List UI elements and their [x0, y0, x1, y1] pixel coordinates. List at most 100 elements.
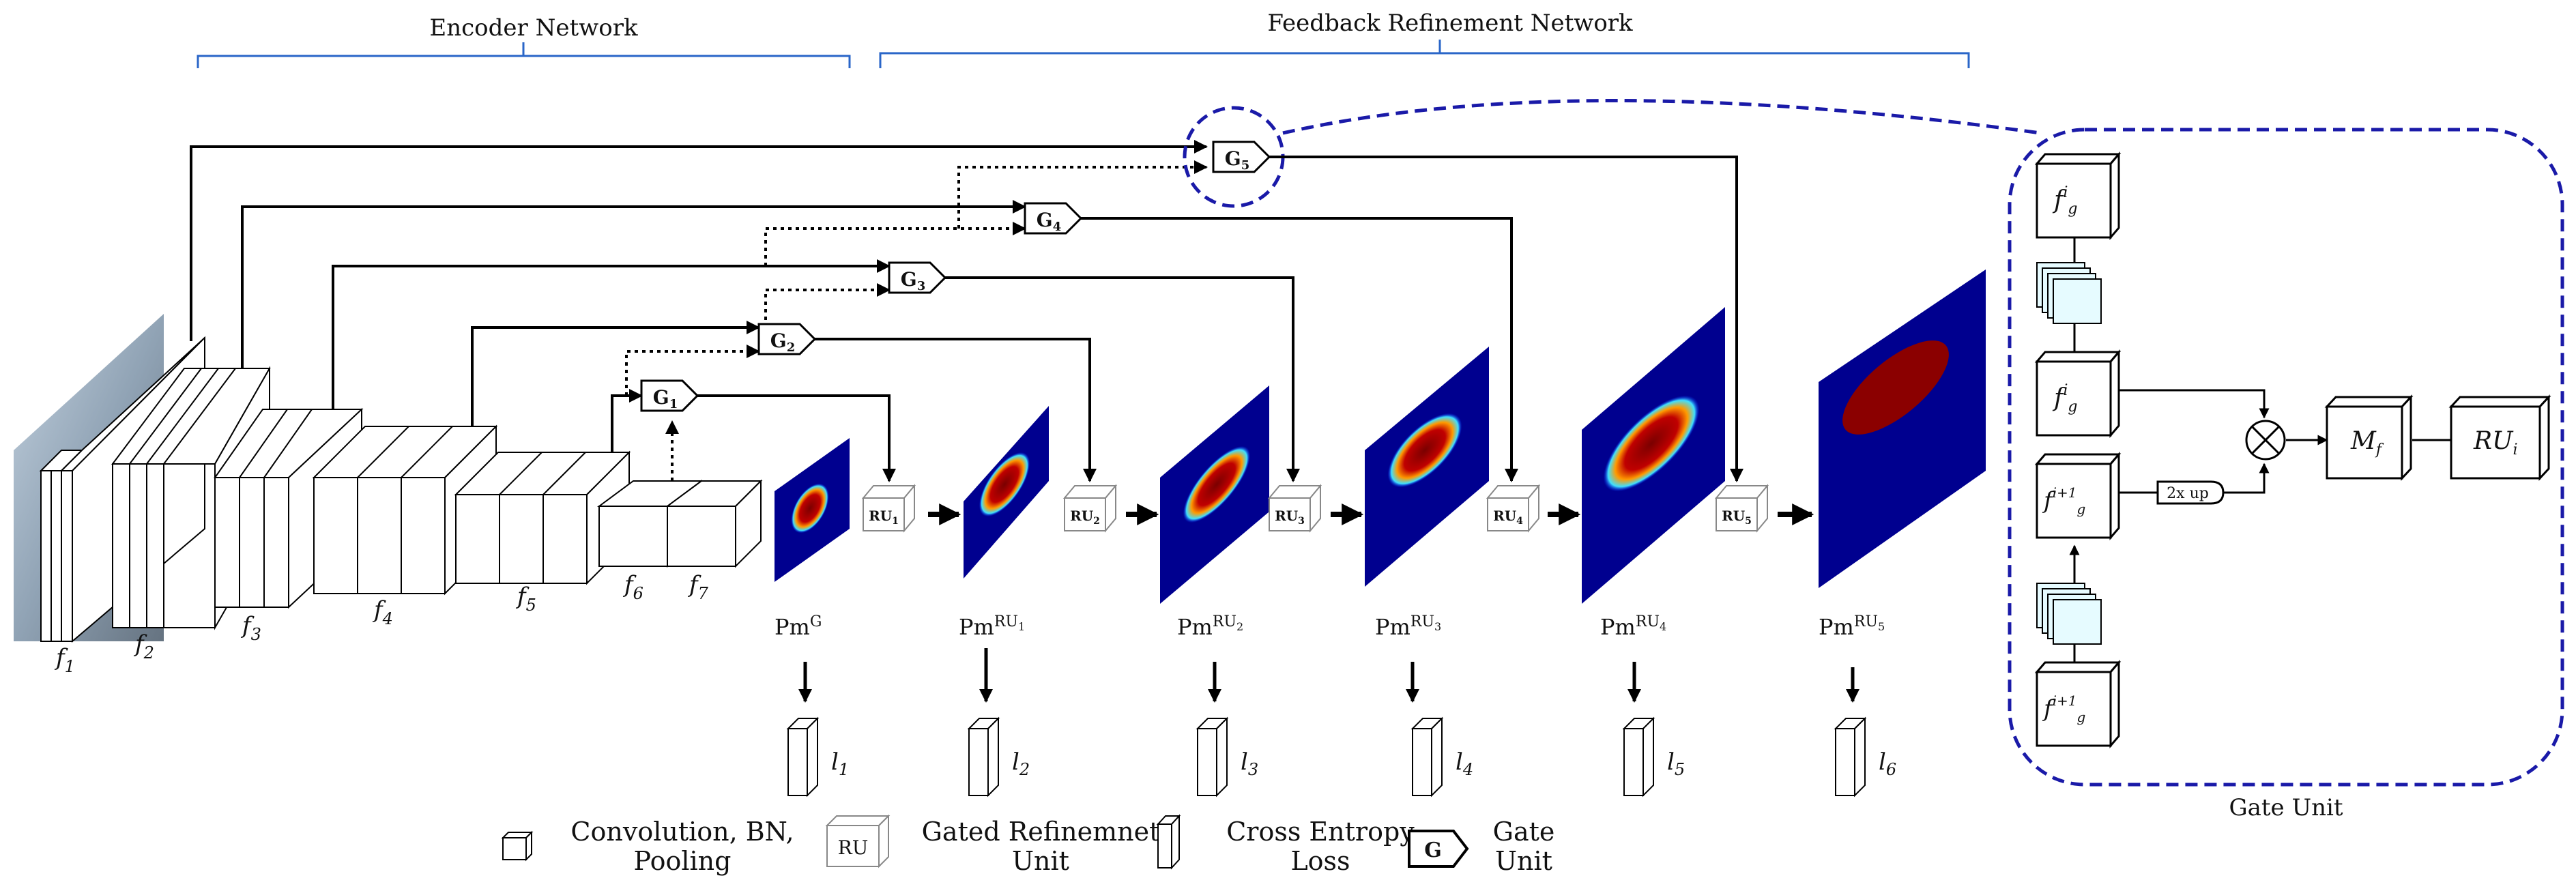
svg-text:l6: l6 [1879, 748, 1896, 779]
svg-text:G5: G5 [1225, 147, 1249, 173]
legend-gate-icon: G [1408, 830, 1469, 868]
svg-text:G: G [1424, 838, 1442, 862]
gate-g3: G3 [888, 261, 947, 294]
label-f6: f6 [622, 571, 643, 603]
ru-1: RU1 [861, 484, 916, 533]
encoder-block-f7 [665, 479, 763, 568]
encoder-header: Encoder Network [429, 14, 638, 42]
gate-g4: G4 [1024, 202, 1083, 235]
svg-text:G4: G4 [1037, 209, 1061, 234]
svg-text:RU2: RU2 [1070, 508, 1100, 527]
label-f5: f5 [515, 583, 536, 615]
dotted-g4-g5 [957, 160, 1208, 229]
box-rui [2448, 394, 2551, 481]
box-fi1g-mid [2034, 451, 2122, 541]
heatmap-pmg [775, 438, 850, 582]
svg-text:l5: l5 [1667, 748, 1685, 779]
heatmap-pmru5 [1819, 269, 1986, 588]
gate-unit-panel: Gate Unit fig fig fi+1g [2008, 128, 2564, 821]
heatmap-pmru4 [1582, 307, 1725, 604]
svg-text:2x up: 2x up [2167, 485, 2209, 502]
gate-g1: G1 [640, 379, 699, 412]
feedback-bracket [879, 40, 1970, 68]
heatmap-pmru1 [964, 406, 1049, 579]
svg-text:G2: G2 [770, 330, 795, 355]
box-fig-mid [2034, 349, 2122, 439]
legend-loss-text-1: Cross Entropy [1226, 817, 1415, 847]
box-fi1g-bottom [2034, 659, 2122, 749]
svg-text:RU5: RU5 [1722, 508, 1752, 527]
encoder-bracket [197, 42, 851, 68]
label-f1: f1 [54, 644, 75, 676]
text-mf: Mf [2350, 427, 2384, 458]
legend: Convolution, BN, Pooling RU Gated Refine… [501, 814, 1555, 876]
loss-l3 [1196, 716, 1229, 798]
gate-g2: G2 [757, 323, 817, 355]
dotted-g3-g4b [764, 222, 1026, 266]
ru-2: RU2 [1062, 484, 1118, 533]
gate-to-ru-connections [697, 156, 1743, 482]
label-pmru5: PmRU5 [1819, 613, 1885, 640]
label-pmru2: PmRU2 [1177, 613, 1243, 640]
loss-arrows [798, 648, 1859, 703]
skip-f5-g1 [611, 389, 643, 452]
svg-text:l4: l4 [1456, 748, 1473, 779]
skip-f3-g3 [332, 259, 891, 409]
gate-unit-lines [2069, 237, 2451, 662]
svg-text:l1: l1 [831, 748, 849, 779]
legend-loss-text-2: Loss [1290, 846, 1350, 876]
gate-unit-title: Gate Unit [2229, 794, 2343, 821]
ru-4: RU4 [1486, 484, 1541, 533]
label-pmru3: PmRU3 [1375, 613, 1441, 640]
feedback-header: Feedback Refinement Network [1267, 10, 1633, 37]
loss-l6 [1834, 716, 1867, 798]
legend-ru-icon [825, 814, 891, 868]
loss-l4 [1410, 716, 1444, 798]
svg-text:RU3: RU3 [1275, 508, 1305, 527]
label-pmru1: PmRU1 [959, 613, 1025, 640]
svg-text:l2: l2 [1012, 748, 1030, 779]
heatmap-pmru3 [1365, 347, 1489, 587]
loss-labels: l1 l2 l3 l4 l5 l6 [831, 748, 1896, 779]
ru-3: RU3 [1267, 484, 1322, 533]
legend-ru-text-2: Unit [1012, 846, 1069, 876]
svg-text:G1: G1 [653, 386, 678, 411]
input-image-stack [14, 314, 205, 643]
ru-units: RU1 RU2 RU3 RU4 RU5 [861, 484, 1769, 533]
text-rui: RUi [2473, 427, 2518, 458]
dotted-g2-g3 [764, 283, 891, 327]
legend-conv-icon [501, 830, 534, 862]
label-f4: f4 [372, 596, 393, 628]
prediction-labels: PmG PmRU1 PmRU2 PmRU3 PmRU4 PmRU5 [775, 613, 1885, 640]
svg-text:G3: G3 [901, 268, 925, 293]
skip-f1-g5 [190, 140, 1208, 341]
ru-5: RU5 [1714, 484, 1769, 533]
conv-stack-bottom [2036, 583, 2102, 645]
svg-text:RU1: RU1 [869, 508, 899, 527]
loss-l5 [1622, 716, 1655, 798]
upsample-block: 2x up [2156, 480, 2225, 505]
legend-ru-box-text: RU [838, 836, 869, 859]
box-mf [2324, 394, 2414, 481]
label-f7: f7 [687, 571, 709, 603]
loss-l1 [786, 716, 820, 798]
legend-ru-text-1: Gated Refinemnet [922, 817, 1160, 847]
legend-gate-text-2: Unit [1495, 846, 1552, 876]
loss-bars [786, 716, 1867, 798]
gate-g5: G5 [1212, 141, 1271, 173]
svg-text:RU4: RU4 [1493, 508, 1523, 527]
heatmap-pmru2 [1160, 385, 1269, 604]
loss-l2 [967, 716, 1000, 798]
legend-loss-icon [1156, 814, 1181, 870]
legend-conv-text-2: Pooling [634, 846, 732, 876]
skip-f4-g2 [471, 321, 760, 426]
svg-text:l3: l3 [1241, 748, 1258, 779]
conv-stack-top [2036, 262, 2102, 324]
legend-conv-text-1: Convolution, BN, [570, 817, 794, 847]
legend-gate-text-1: Gate [1493, 817, 1555, 847]
gate-unit-border [2008, 128, 2564, 787]
label-f3: f3 [240, 612, 261, 644]
label-pmg: PmG [775, 613, 822, 640]
skip-f2-g4 [241, 200, 1026, 368]
